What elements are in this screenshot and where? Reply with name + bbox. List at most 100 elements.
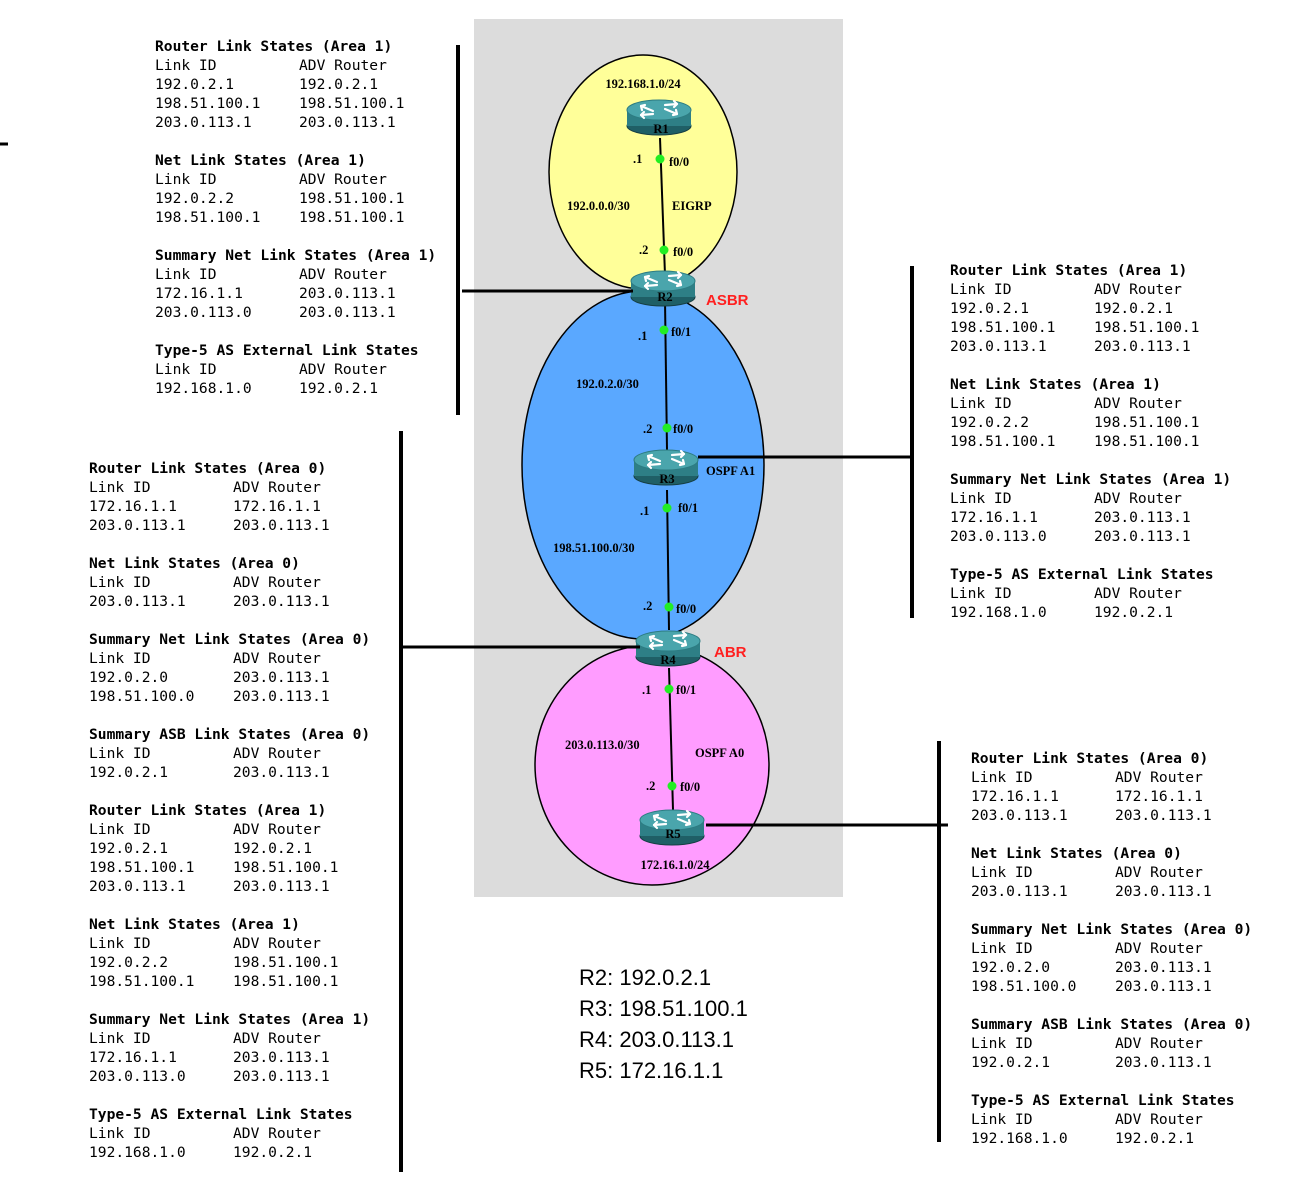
router-r3-label: R3	[659, 472, 674, 486]
ospf-area-0	[534, 644, 770, 886]
section-title: Summary Net Link States (Area 0)	[89, 631, 371, 648]
column-header-adv-router: ADV Router	[233, 935, 321, 952]
link-id-cell: 203.0.113.0	[950, 528, 1047, 545]
net-r3-r4-label: 198.51.100.0/30	[553, 541, 635, 555]
column-header-link-id: Link ID	[950, 395, 1012, 412]
column-header-link-id: Link ID	[971, 769, 1033, 786]
link-id-cell: 192.168.1.0	[971, 1130, 1068, 1147]
section-title: Summary Net Link States (Area 1)	[89, 1011, 371, 1028]
column-header-adv-router: ADV Router	[233, 1125, 321, 1142]
r3-bracket	[910, 266, 914, 618]
link-id-cell: 192.0.2.1	[950, 300, 1030, 317]
section-title: Router Link States (Area 0)	[971, 750, 1209, 767]
adv-router-cell: 192.0.2.1	[1115, 1130, 1195, 1147]
r2-down-host: .2	[639, 243, 648, 257]
r3-down-host: .2	[643, 422, 652, 436]
column-header-adv-router: ADV Router	[1115, 864, 1203, 881]
section-title: Net Link States (Area 0)	[89, 555, 300, 572]
column-header-row: Link ID ADV Router	[89, 573, 370, 592]
adv-router-cell: 203.0.113.1	[1115, 959, 1212, 976]
column-header-adv-router: ADV Router	[233, 574, 321, 591]
r5-bracket	[937, 741, 941, 1142]
column-header-adv-router: ADV Router	[233, 479, 321, 496]
r2-bracket	[456, 45, 460, 415]
r2-up-host: .1	[638, 329, 647, 343]
eigrp-label: EIGRP	[672, 199, 712, 213]
section-title: Router Link States (Area 1)	[89, 802, 327, 819]
r4-f00-dot	[664, 602, 674, 612]
column-header-link-id: Link ID	[971, 1035, 1033, 1052]
column-header-link-id: Link ID	[971, 940, 1033, 957]
column-header-adv-router: ADV Router	[1094, 490, 1182, 507]
adv-router-cell: 192.0.2.1	[1094, 300, 1174, 317]
r5-interface: f0/0	[680, 780, 700, 794]
adv-router-cell: 172.16.1.1	[1115, 788, 1203, 805]
column-header-adv-router: ADV Router	[299, 361, 387, 378]
link-id-cell: 192.0.2.1	[971, 1054, 1051, 1071]
link-id-cell: 203.0.113.0	[155, 304, 252, 321]
r1-interface: f0/0	[669, 155, 689, 169]
section-title: Net Link States (Area 1)	[155, 152, 366, 169]
r2-f01-dot	[659, 325, 669, 335]
column-header-adv-router: ADV Router	[299, 57, 387, 74]
link-id-cell: 198.51.100.0	[89, 688, 195, 705]
adv-router-cell: 198.51.100.1	[233, 859, 339, 876]
column-header-adv-router: ADV Router	[1115, 940, 1203, 957]
column-header-link-id: Link ID	[155, 361, 217, 378]
section-title: Net Link States (Area 1)	[89, 916, 300, 933]
column-header-row: Link ID ADV Router	[155, 360, 436, 379]
adv-router-cell: 198.51.100.1	[233, 954, 339, 971]
column-header-link-id: Link ID	[950, 281, 1012, 298]
r3-f01-dot	[662, 503, 672, 513]
table-row: 198.51.100.0 203.0.113.1	[89, 687, 370, 706]
router-id-r4: R4: 203.0.113.1	[579, 1027, 734, 1052]
link-id-cell: 198.51.100.1	[155, 95, 261, 112]
net-r4-r5-label: 203.0.113.0/30	[565, 738, 640, 752]
adv-router-cell: 192.0.2.1	[299, 380, 379, 397]
column-header-link-id: Link ID	[89, 574, 151, 591]
lan-r5-label: 172.16.1.0/24	[640, 858, 710, 872]
r4-bracket	[399, 431, 403, 1172]
adv-router-cell: 203.0.113.1	[1115, 978, 1212, 995]
r2-down-interface: f0/0	[673, 245, 693, 259]
adv-router-cell: 203.0.113.1	[233, 688, 330, 705]
link-id-cell: 203.0.113.1	[89, 878, 186, 895]
r3-down-interface: f0/0	[673, 422, 693, 436]
ospf-a0-label: OSPF A0	[695, 746, 744, 760]
adv-router-cell: 203.0.113.1	[299, 114, 396, 131]
ospf-a1-label: OSPF A1	[706, 464, 755, 478]
router-id-r3: R3: 198.51.100.1	[579, 996, 748, 1021]
column-header-link-id: Link ID	[89, 821, 151, 838]
router-r4-label: R4	[660, 653, 676, 667]
column-header-link-id: Link ID	[89, 745, 151, 762]
link-id-cell: 198.51.100.1	[89, 973, 195, 990]
adv-router-cell: 198.51.100.1	[299, 190, 405, 207]
adv-router-cell: 203.0.113.1	[233, 878, 330, 895]
